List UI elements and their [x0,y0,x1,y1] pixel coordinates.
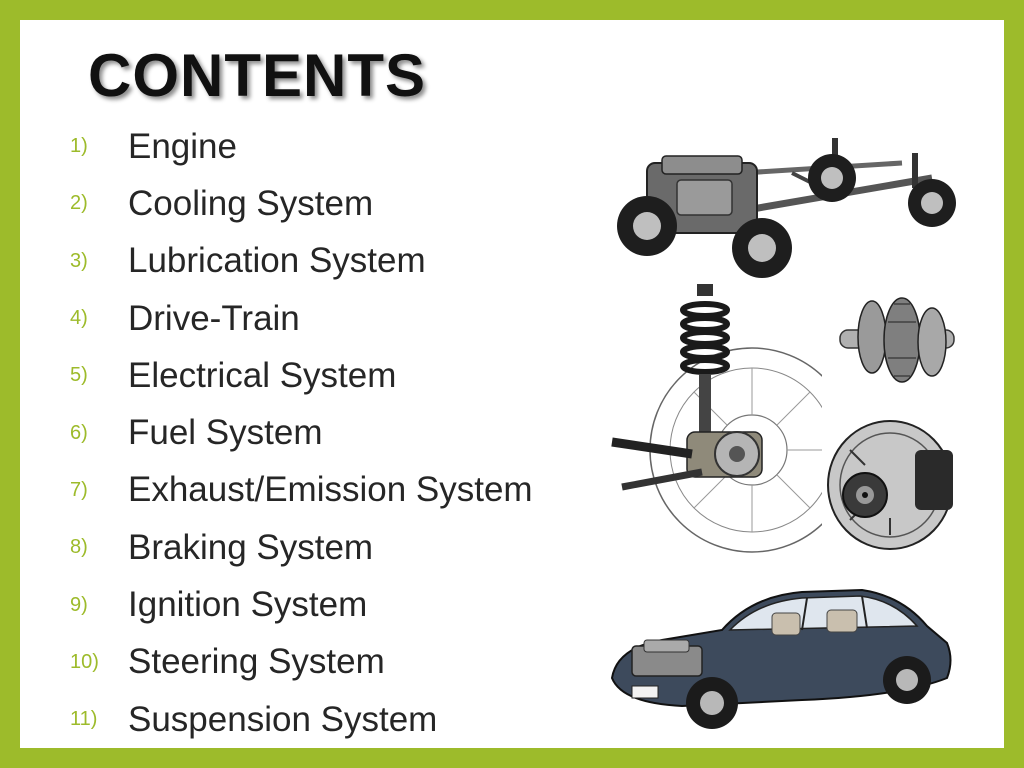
item-label: Drive-Train [128,298,300,338]
item-number: 2) [70,192,88,215]
item-label: Lubrication System [128,241,426,281]
item-label: Braking System [128,527,374,567]
item-label: Engine [128,126,237,166]
list-item: 10) Steering System [70,634,533,691]
list-item: 5) Electrical System [70,347,533,404]
list-item: 6) Fuel System [70,404,533,461]
chassis-illustration [617,138,956,278]
item-label: Fuel System [128,413,323,453]
item-number: 10) [70,650,99,673]
list-item: 11) Suspension System [70,691,533,748]
gear-assembly-illustration [839,297,955,383]
list-item: 3) Lubrication System [70,233,533,290]
list-item: 1) Engine [70,118,533,175]
item-number: 8) [70,536,88,559]
item-number: 1) [70,135,88,158]
list-item: 4) Drive-Train [70,290,533,347]
list-item: 2) Cooling System [70,175,533,232]
page-title: CONTENTS [88,42,426,109]
item-label: Exhaust/Emission System [128,470,533,510]
item-number: 4) [70,307,88,330]
item-number: 5) [70,364,88,387]
list-item: 7) Exhaust/Emission System [70,462,533,519]
item-label: Ignition System [128,585,368,625]
list-item: 8) Braking System [70,519,533,576]
cutaway-car-illustration [610,588,952,729]
item-number: 11) [70,708,98,731]
alternator-illustration [827,420,953,550]
item-number: 9) [70,593,88,616]
item-label: Cooling System [128,183,374,223]
item-label: Steering System [128,642,385,682]
item-label: Electrical System [128,355,397,395]
item-label: Suspension System [128,699,438,739]
item-number: 6) [70,421,88,444]
slide: CONTENTS 1) Engine 2) Cooling System 3) Lub… [20,20,1004,748]
suspension-strut-illustration [611,284,822,553]
list-item: 9) Ignition System [70,576,533,633]
item-number: 7) [70,478,88,501]
contents-list: 1) Engine 2) Cooling System 3) Lubrication … [70,118,533,748]
item-number: 3) [70,249,88,272]
